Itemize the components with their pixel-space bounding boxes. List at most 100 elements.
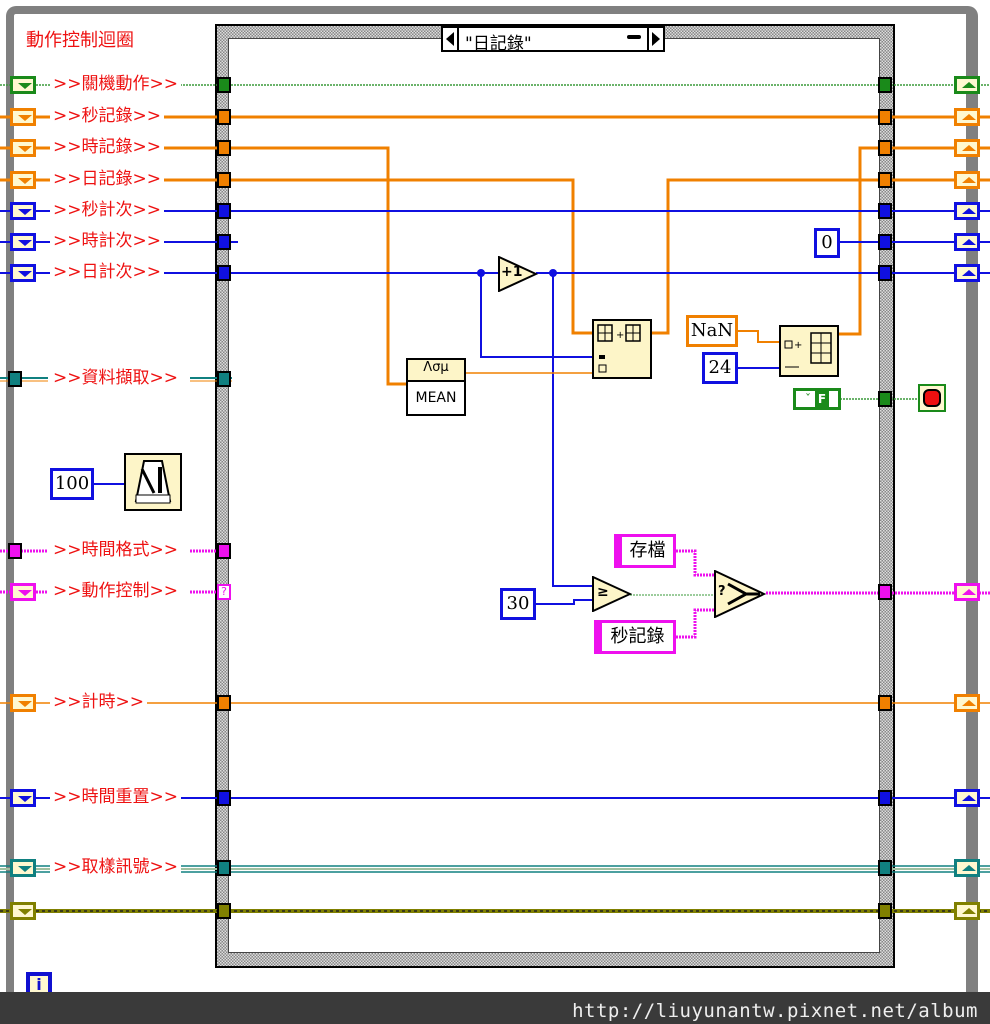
right-shift-register-12[interactable] <box>954 859 980 877</box>
case-dropdown-icon[interactable] <box>627 35 641 39</box>
left-shift-register-13[interactable] <box>10 902 36 920</box>
left-tunnel-8[interactable] <box>8 543 22 559</box>
shift-register-label: >>時間重置>> <box>50 787 181 807</box>
stop-output-tunnel[interactable] <box>878 391 892 407</box>
up-arrow-icon <box>962 145 976 151</box>
wire-day-record[interactable] <box>0 178 990 335</box>
right-shift-register-13[interactable] <box>954 902 980 920</box>
left-shift-register-6[interactable] <box>10 264 36 282</box>
down-arrow-icon <box>18 83 32 89</box>
left-shift-register-2[interactable] <box>10 139 36 157</box>
case-next-arrow-icon[interactable] <box>647 28 663 50</box>
case-input-tunnel[interactable] <box>217 172 231 188</box>
save-string-constant[interactable]: 存檔 <box>614 534 676 568</box>
shift-register-label: >>取樣訊號>> <box>50 857 181 877</box>
case-input-tunnel[interactable] <box>217 140 231 156</box>
threshold-constant[interactable]: 30 <box>500 588 536 620</box>
wire-nan[interactable] <box>738 330 779 343</box>
wire-save-string[interactable] <box>676 549 714 577</box>
wire-day-count[interactable] <box>0 269 990 587</box>
case-input-tunnel[interactable] <box>217 265 231 281</box>
right-shift-register-0[interactable] <box>954 76 980 94</box>
left-tunnel-7[interactable] <box>8 371 22 387</box>
case-selector-label: "日記錄" <box>465 34 532 54</box>
replace-subset-node[interactable]: + <box>592 319 652 379</box>
case-input-tunnel[interactable] <box>217 109 231 125</box>
shift-register-label: >>關機動作>> <box>50 74 181 94</box>
up-arrow-icon <box>962 908 976 914</box>
wait-ms-constant[interactable]: 100 <box>50 468 94 500</box>
left-shift-register-1[interactable] <box>10 108 36 126</box>
right-shift-register-6[interactable] <box>954 264 980 282</box>
mean-label: MEAN <box>415 390 457 406</box>
case-input-tunnel[interactable] <box>217 77 231 93</box>
down-arrow-icon <box>18 271 32 277</box>
reset-count-constant[interactable]: 0 <box>814 228 840 258</box>
right-shift-register-10[interactable] <box>954 694 980 712</box>
false-constant[interactable]: ˇ F <box>793 388 841 410</box>
case-input-tunnel[interactable] <box>217 543 231 559</box>
wire-sec-string[interactable] <box>676 608 714 639</box>
compare-label: ≥ <box>597 584 609 600</box>
left-shift-register-5[interactable] <box>10 233 36 251</box>
compare-node[interactable]: ≥ <box>592 575 633 613</box>
wait-ms-node[interactable] <box>124 453 182 511</box>
case-input-tunnel[interactable] <box>217 234 231 250</box>
case-output-tunnel[interactable] <box>878 695 892 711</box>
case-output-tunnel[interactable] <box>878 790 892 806</box>
case-output-tunnel[interactable] <box>878 203 892 219</box>
right-shift-register-9[interactable] <box>954 583 980 601</box>
shift-register-label: >>計時>> <box>50 692 147 712</box>
mean-node[interactable]: Λσμ MEAN <box>406 358 466 416</box>
right-shift-register-5[interactable] <box>954 233 980 251</box>
left-shift-register-3[interactable] <box>10 171 36 189</box>
up-arrow-icon <box>962 700 976 706</box>
case-input-tunnel[interactable] <box>217 371 231 387</box>
array-size-constant[interactable]: 24 <box>702 352 738 384</box>
select-node[interactable]: ? <box>714 569 767 619</box>
loop-label: 動作控制迴圈 <box>26 30 134 51</box>
case-input-tunnel[interactable] <box>217 203 231 219</box>
right-shift-register-3[interactable] <box>954 171 980 189</box>
down-arrow-icon <box>18 866 32 872</box>
left-shift-register-0[interactable] <box>10 76 36 94</box>
case-output-tunnel[interactable] <box>878 903 892 919</box>
shift-register-label: >>日計次>> <box>50 262 164 282</box>
right-shift-register-1[interactable] <box>954 108 980 126</box>
right-shift-register-2[interactable] <box>954 139 980 157</box>
bool-toggle-icon: ˇ <box>804 392 811 406</box>
left-shift-register-10[interactable] <box>10 694 36 712</box>
left-shift-register-11[interactable] <box>10 789 36 807</box>
unknown-tunnel[interactable]: ? <box>217 584 231 600</box>
case-output-tunnel[interactable] <box>878 265 892 281</box>
wire-threshold[interactable] <box>534 599 592 605</box>
case-selector[interactable]: "日記錄" <box>441 26 665 54</box>
case-input-tunnel[interactable] <box>217 695 231 711</box>
case-output-tunnel[interactable] <box>878 860 892 876</box>
right-shift-register-11[interactable] <box>954 789 980 807</box>
case-output-tunnel[interactable] <box>878 109 892 125</box>
case-input-tunnel[interactable] <box>217 903 231 919</box>
down-arrow-icon <box>18 909 32 915</box>
case-output-tunnel[interactable] <box>878 234 892 250</box>
sec-record-string-constant[interactable]: 秒記錄 <box>594 620 676 654</box>
left-shift-register-12[interactable] <box>10 859 36 877</box>
stop-condition-terminal[interactable] <box>918 384 946 412</box>
right-shift-register-4[interactable] <box>954 202 980 220</box>
increment-node[interactable]: +1 <box>498 255 539 293</box>
case-input-tunnel[interactable] <box>217 860 231 876</box>
case-output-tunnel[interactable] <box>878 77 892 93</box>
case-output-tunnel[interactable] <box>878 172 892 188</box>
nan-constant[interactable]: NaN <box>686 315 738 347</box>
case-prev-arrow-icon[interactable] <box>443 28 459 50</box>
down-arrow-icon <box>18 590 32 596</box>
case-output-tunnel[interactable] <box>878 140 892 156</box>
left-shift-register-9[interactable] <box>10 583 36 601</box>
shift-register-label: >>資料擷取>> <box>50 368 181 388</box>
case-input-tunnel[interactable] <box>217 790 231 806</box>
left-shift-register-4[interactable] <box>10 202 36 220</box>
initialize-array-node[interactable]: + <box>779 325 839 377</box>
case-output-tunnel[interactable] <box>878 584 892 600</box>
